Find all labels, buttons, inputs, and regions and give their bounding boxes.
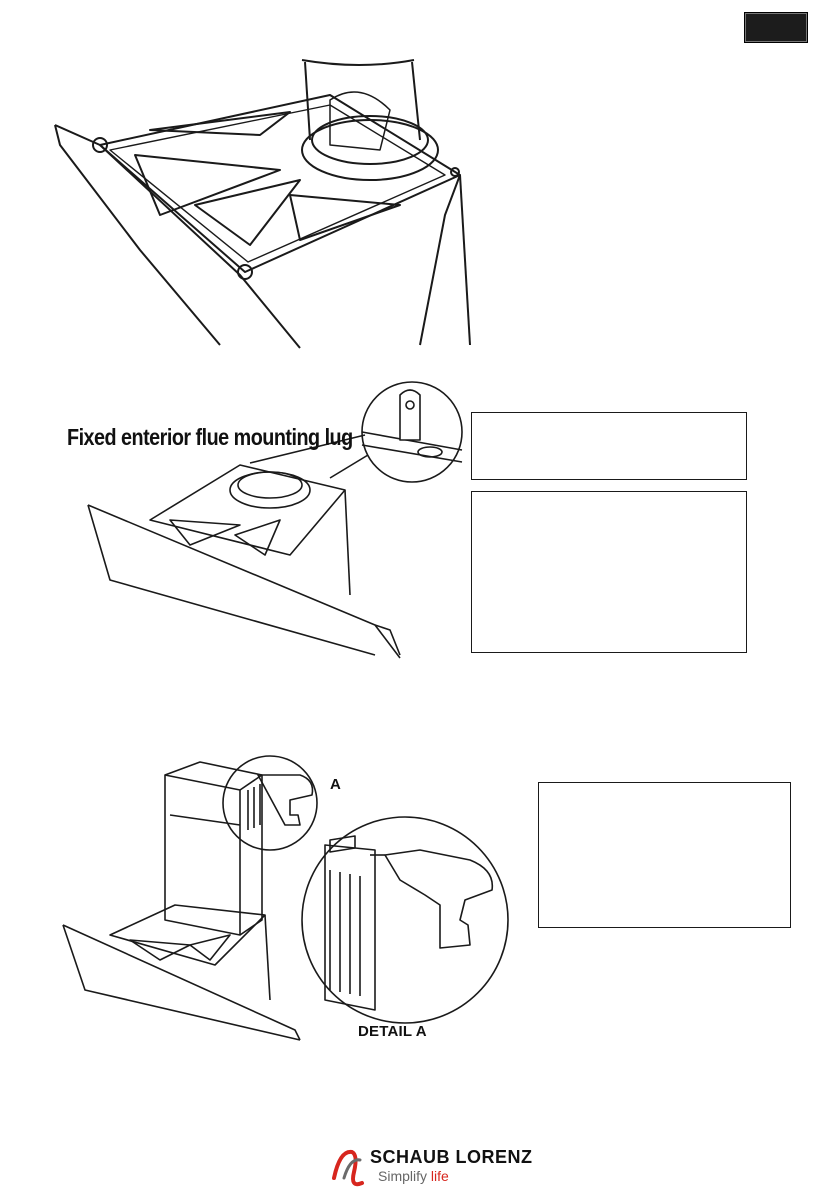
callout-box-chimney xyxy=(538,782,791,928)
label-a: A xyxy=(330,776,341,793)
mounting-lug-label: Fixed enterior flue mounting lug xyxy=(67,424,353,450)
figure-mounting-lug-illustration xyxy=(87,381,463,659)
figure-chimney-drill-illustration xyxy=(62,755,509,1041)
tagline-second: life xyxy=(430,1168,449,1184)
brand-first: SCHAUB xyxy=(370,1147,451,1167)
detail-a-label: DETAIL A xyxy=(358,1023,427,1040)
language-badge xyxy=(744,12,808,43)
brand-name: SCHAUB LORENZ xyxy=(370,1147,533,1168)
callout-box-lug-top xyxy=(471,412,747,480)
brand-tagline: Simplify life xyxy=(378,1168,449,1184)
tagline-first: Simplify xyxy=(378,1168,428,1184)
figure-hood-top-illustration xyxy=(54,59,471,349)
callout-box-lug-bottom xyxy=(471,491,747,653)
brand-second: LORENZ xyxy=(455,1147,533,1167)
